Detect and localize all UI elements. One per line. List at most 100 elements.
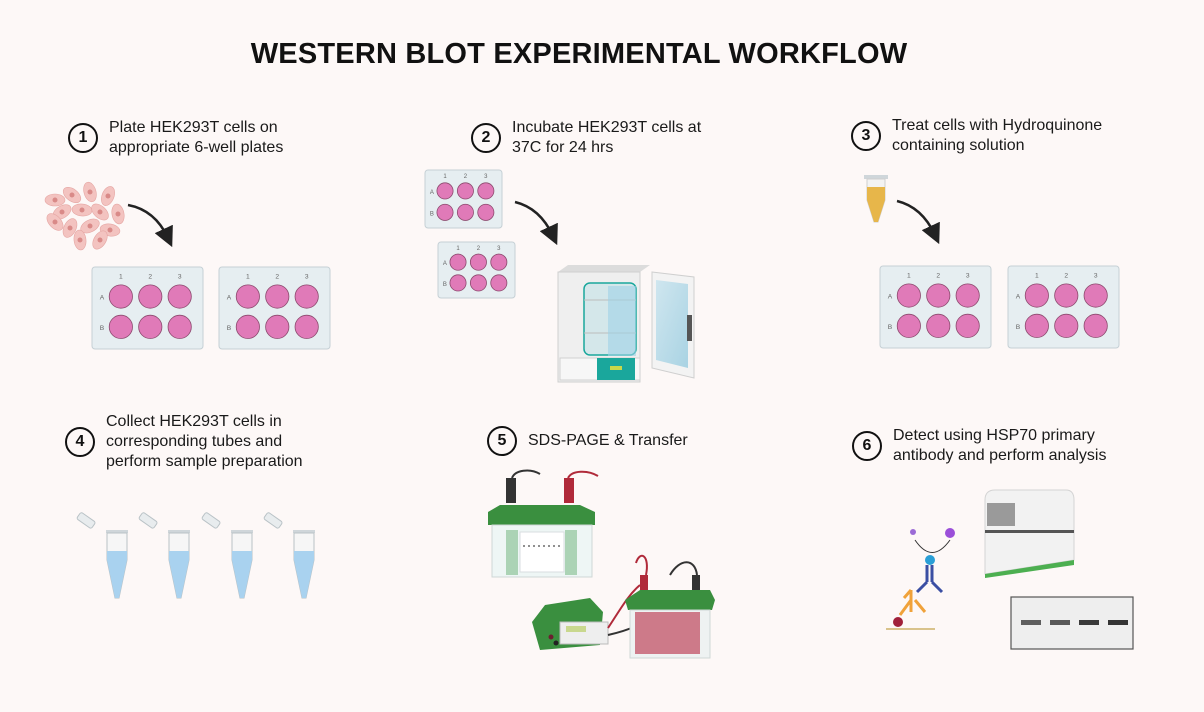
step-text-line: 37C for 24 hrs — [512, 139, 614, 156]
plate-column-label: 2 — [1064, 272, 1068, 279]
tube-liquid — [294, 551, 314, 598]
plate-column-label: 3 — [178, 273, 182, 280]
step-number-badge: 3 — [851, 121, 881, 151]
plate-column-label: 3 — [305, 273, 309, 280]
tube-icon — [201, 512, 253, 599]
well — [138, 284, 163, 309]
blot-band — [1050, 620, 1070, 625]
step-text-line: Treat cells with Hydroquinone — [892, 117, 1103, 134]
cell-nucleus — [77, 237, 83, 243]
arrow-icon — [896, 199, 940, 245]
tube-rim — [106, 530, 128, 533]
arrow-icon — [127, 203, 173, 248]
tube-rim — [293, 530, 315, 533]
step-text-line: Collect HEK293T cells in — [106, 413, 282, 430]
plate-row-label: B — [1016, 324, 1021, 331]
plate-column-label: 2 — [936, 272, 940, 279]
step-3-text: Treat cells with Hydroquinone containing… — [892, 116, 1102, 156]
well — [926, 283, 951, 308]
well — [167, 314, 192, 339]
well — [896, 313, 921, 338]
tube-rim — [168, 530, 190, 533]
plate-row-label: A — [888, 294, 893, 301]
plate-column-label: 3 — [484, 174, 488, 180]
step-4-header: 4 Collect HEK293T cells in corresponding… — [65, 412, 303, 472]
well — [449, 274, 467, 292]
well — [235, 284, 260, 309]
plate-row-label: B — [430, 211, 434, 217]
plate-column-label: 1 — [246, 273, 250, 280]
plate-column-label: 3 — [966, 272, 970, 279]
plate-column-label: 2 — [148, 273, 152, 280]
tube-cap — [76, 512, 96, 529]
cell-nucleus — [52, 219, 58, 225]
cell-nucleus — [67, 225, 73, 231]
antibody-icon — [886, 528, 955, 630]
well — [1054, 283, 1079, 308]
plate-column-label: 1 — [443, 174, 447, 180]
cell-nucleus — [69, 192, 75, 198]
tube-liquid — [107, 551, 127, 598]
well — [265, 314, 290, 339]
step-number-badge: 2 — [471, 123, 501, 153]
plate-row-label: B — [100, 325, 105, 332]
incubator-icon — [557, 265, 695, 383]
step-text-line: antibody and perform analysis — [893, 447, 1107, 464]
step-text-line: perform sample preparation — [106, 453, 303, 470]
well — [108, 284, 133, 309]
tube-liquid — [169, 551, 189, 598]
cell-nucleus — [115, 211, 121, 217]
step-5-text: SDS-PAGE & Transfer — [528, 431, 688, 451]
well — [456, 182, 474, 200]
cell-nucleus — [97, 209, 103, 215]
well — [294, 314, 319, 339]
plate-column-label: 2 — [477, 246, 481, 252]
well — [108, 314, 133, 339]
blot-membrane-icon — [1010, 596, 1134, 650]
tube-icon — [263, 512, 315, 599]
plate-column-label: 1 — [456, 246, 460, 252]
well — [469, 274, 487, 292]
well — [469, 253, 487, 271]
plate-row-label: A — [227, 295, 232, 302]
well — [456, 203, 474, 221]
step-4-text: Collect HEK293T cells in corresponding t… — [106, 412, 303, 472]
step-6-header: 6 Detect using HSP70 primary antibody an… — [852, 426, 1106, 466]
well — [1083, 313, 1108, 338]
step-number-badge: 5 — [487, 426, 517, 456]
plate-row-label: A — [443, 261, 447, 267]
plate-column-label: 1 — [907, 272, 911, 279]
cell-nucleus — [52, 197, 58, 203]
plate-column-label: 1 — [1035, 272, 1039, 279]
well — [265, 284, 290, 309]
six-well-plate-icon: 1 2 3A B — [424, 169, 503, 229]
step-text-line: Plate HEK293T cells on — [109, 119, 278, 136]
tube-icon — [76, 512, 128, 599]
step-text-line: Incubate HEK293T cells at — [512, 119, 702, 136]
plate-column-label: 2 — [464, 174, 468, 180]
step-2-text: Incubate HEK293T cells at 37C for 24 hrs — [512, 118, 701, 158]
well — [294, 284, 319, 309]
imager-icon — [984, 489, 1075, 578]
well — [1083, 283, 1108, 308]
well — [1024, 283, 1049, 308]
step-number-badge: 6 — [852, 431, 882, 461]
tube-icon — [138, 512, 190, 599]
plate-row-label: A — [1016, 294, 1021, 301]
page-title: WESTERN BLOT EXPERIMENTAL WORKFLOW — [250, 38, 908, 70]
plate-row-label: A — [430, 190, 434, 196]
arrow-icon — [514, 200, 558, 246]
tube-icon — [864, 175, 888, 223]
electrophoresis-tank-icon — [488, 469, 599, 578]
well — [436, 182, 454, 200]
blot-band — [1021, 620, 1041, 625]
tube-cap — [201, 512, 221, 529]
plate-column-label: 2 — [275, 273, 279, 280]
step-text-line: appropriate 6-well plates — [109, 139, 284, 156]
cells-icon — [44, 181, 125, 251]
cell-nucleus — [97, 237, 103, 243]
